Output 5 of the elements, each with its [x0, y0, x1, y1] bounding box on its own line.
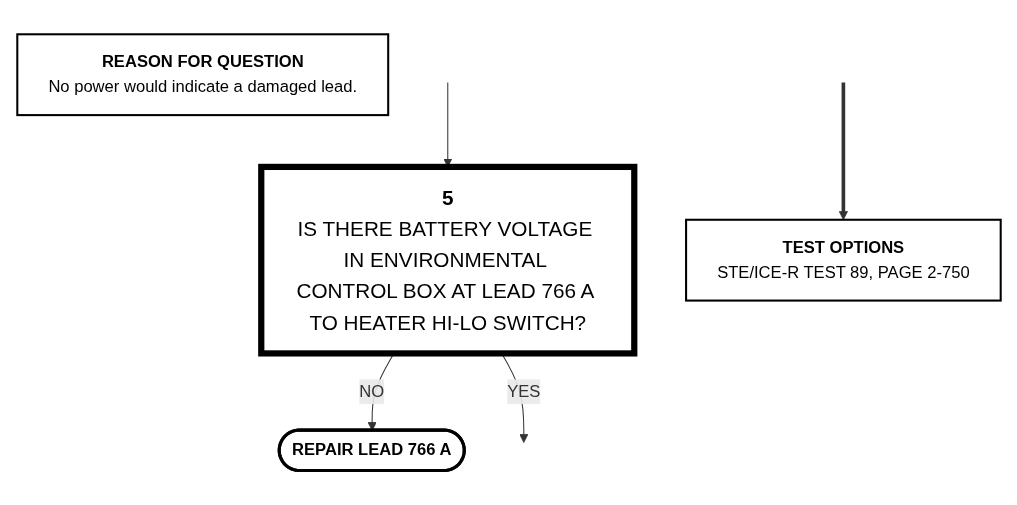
node-box: TEST OPTIONS STE/ICE-R TEST 89, PAGE 2-750	[684, 218, 1002, 302]
edge-label: NO	[358, 382, 384, 401]
node-box: 5 IS THERE BATTERY VOLTAGE IN ENVIRONMENTAL CONTROL BOX AT LEAD 766 A TO HEATER HI-LO SWITCH?	[257, 163, 637, 357]
edge-label: YES	[506, 382, 540, 401]
node-box: REASON FOR QUESTION No power would indicate a damaged lead.	[15, 33, 389, 117]
